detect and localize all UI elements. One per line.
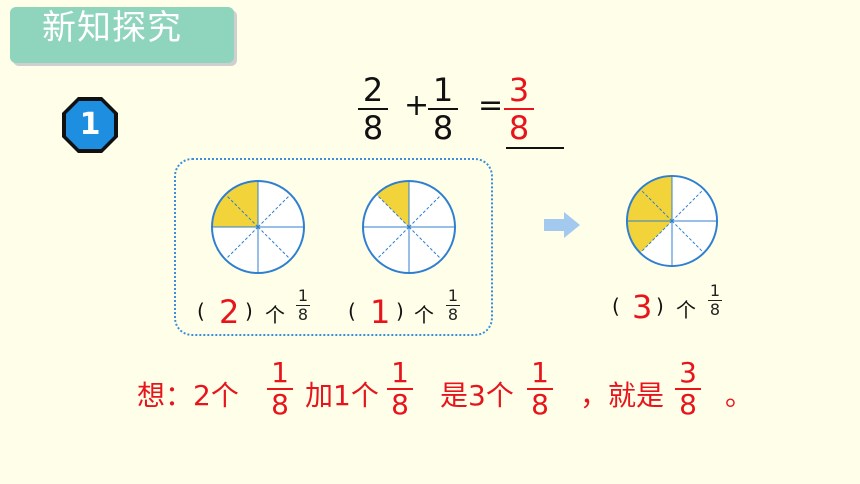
answer-value: 2 <box>219 293 240 331</box>
answer-value: 3 <box>632 288 653 326</box>
label-circle-3: ( 3 ) 个 1 8 <box>612 283 732 328</box>
divider-line <box>225 226 259 260</box>
divider-line <box>408 194 442 228</box>
numerator: 1 <box>531 356 549 389</box>
unit-label: 个 <box>265 303 285 327</box>
answer-blank-line <box>506 147 564 149</box>
fraction-bar <box>358 108 388 110</box>
answer-value: 1 <box>370 293 391 331</box>
fraction-bar <box>428 108 458 110</box>
label-numerator: 1 <box>709 281 721 300</box>
fraction-circle-two-eighths <box>211 180 305 274</box>
result-denominator: 8 <box>508 109 530 147</box>
fraction-bar <box>708 300 722 301</box>
equals-sign: = <box>478 88 504 123</box>
shaded-sector <box>376 181 409 227</box>
label-fraction: 1 8 <box>446 288 460 323</box>
fraction-bar <box>446 305 460 306</box>
think-fraction-2: 1 8 <box>387 359 413 419</box>
equation-term1: 2 8 <box>358 73 388 145</box>
open-paren: ( <box>197 299 205 323</box>
section-title: 新知探究 <box>42 8 182 48</box>
divider-line <box>376 226 410 260</box>
octagon-badge-icon <box>62 97 118 153</box>
reasoning-sentence: 想：2个 1 8 加1个 1 8 是3个 1 8 ，就是 3 8 。 <box>137 359 777 431</box>
divider-line <box>408 226 442 260</box>
fraction-bar <box>527 388 553 390</box>
equation-term2: 1 8 <box>428 73 458 145</box>
divider-line <box>225 194 259 228</box>
divider-line <box>257 226 291 260</box>
badge-number: 1 <box>79 107 101 142</box>
circle-outline <box>625 174 719 268</box>
denominator: 8 <box>679 388 697 421</box>
open-paren: ( <box>348 299 356 323</box>
divider-line <box>671 220 705 254</box>
think-part-3: 是3个 <box>440 379 514 412</box>
label-circle-1: ( 2 ) 个 1 8 <box>197 288 317 333</box>
think-fraction-3: 1 8 <box>527 359 553 419</box>
think-part-5: 。 <box>725 379 754 412</box>
denominator: 8 <box>271 388 289 421</box>
divider-line <box>376 194 410 228</box>
fraction-circle-three-eighths <box>625 174 719 268</box>
grouping-box <box>174 158 493 336</box>
think-part-4: ，就是 <box>580 379 665 412</box>
fraction-bar <box>504 108 534 110</box>
right-arrow-icon <box>544 212 580 238</box>
label-numerator: 1 <box>447 286 459 305</box>
fraction-bar <box>267 388 293 390</box>
label-numerator: 1 <box>297 286 309 305</box>
close-paren: ) <box>656 294 664 318</box>
label-circle-2: ( 1 ) 个 1 8 <box>348 288 468 333</box>
equation-result: 3 8 <box>504 73 534 145</box>
denominator: 8 <box>531 388 549 421</box>
label-denominator: 8 <box>709 300 721 319</box>
numerator: 1 <box>391 356 409 389</box>
fraction-bar <box>675 388 701 390</box>
think-part-1: 想：2个 <box>137 379 239 412</box>
label-denominator: 8 <box>447 305 459 324</box>
unit-label: 个 <box>414 303 434 327</box>
label-fraction: 1 8 <box>296 288 310 323</box>
circle-outline <box>362 180 456 274</box>
unit-label: 个 <box>676 298 696 322</box>
term2-denominator: 8 <box>432 109 454 147</box>
think-fraction-1: 1 8 <box>267 359 293 419</box>
divider-line <box>671 188 705 222</box>
plus-sign: + <box>404 88 430 123</box>
section-title-box <box>10 7 234 63</box>
term2-numerator: 1 <box>432 71 454 109</box>
shaded-sector <box>626 175 672 253</box>
close-paren: ) <box>396 299 404 323</box>
divider-line <box>639 220 673 254</box>
close-paren: ) <box>245 299 253 323</box>
term1-denominator: 8 <box>362 109 384 147</box>
fraction-bar <box>296 305 310 306</box>
think-fraction-4: 3 8 <box>675 359 701 419</box>
label-fraction: 1 8 <box>708 283 722 318</box>
label-denominator: 8 <box>297 305 309 324</box>
open-paren: ( <box>612 294 620 318</box>
denominator: 8 <box>391 388 409 421</box>
term1-numerator: 2 <box>362 71 384 109</box>
numerator: 3 <box>679 356 697 389</box>
divider-line <box>639 188 673 222</box>
think-part-2: 加1个 <box>305 379 379 412</box>
fraction-circle-one-eighth <box>362 180 456 274</box>
circle-outline <box>211 180 305 274</box>
fraction-bar <box>387 388 413 390</box>
result-numerator: 3 <box>508 71 530 109</box>
divider-line <box>257 194 291 228</box>
numerator: 1 <box>271 356 289 389</box>
